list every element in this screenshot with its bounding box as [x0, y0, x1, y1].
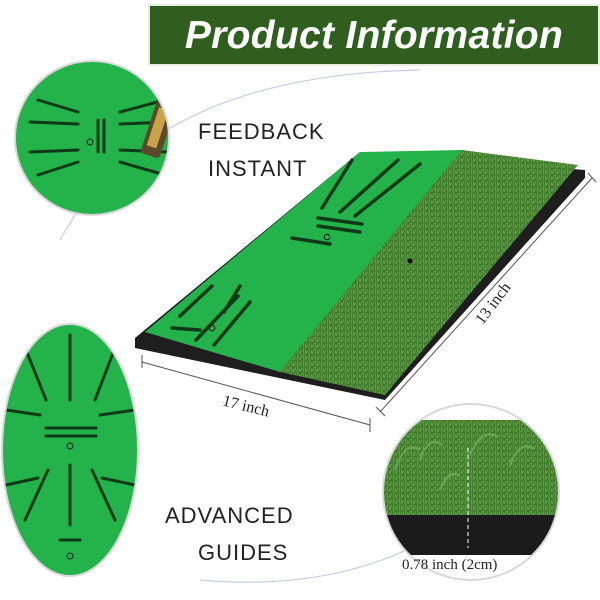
- golf-mat: [135, 150, 585, 400]
- advanced-label: ADVANCED: [165, 503, 294, 528]
- banner-title: Product Information: [184, 14, 564, 57]
- feedback-label: FEEDBACK: [198, 119, 325, 144]
- length-dimension-line: [379, 177, 593, 413]
- instant-label: INSTANT: [208, 156, 308, 181]
- height-dimension-label: 0.78 inch (2cm): [402, 557, 498, 573]
- guides-zoom-ellipse: [2, 324, 138, 576]
- guides-label: GUIDES: [198, 540, 289, 565]
- width-dimension-line: [141, 361, 371, 426]
- turf-closeup-circle: [383, 404, 559, 580]
- product-information-banner: Product Information: [148, 4, 600, 66]
- feedback-zoom-circle: [15, 61, 169, 215]
